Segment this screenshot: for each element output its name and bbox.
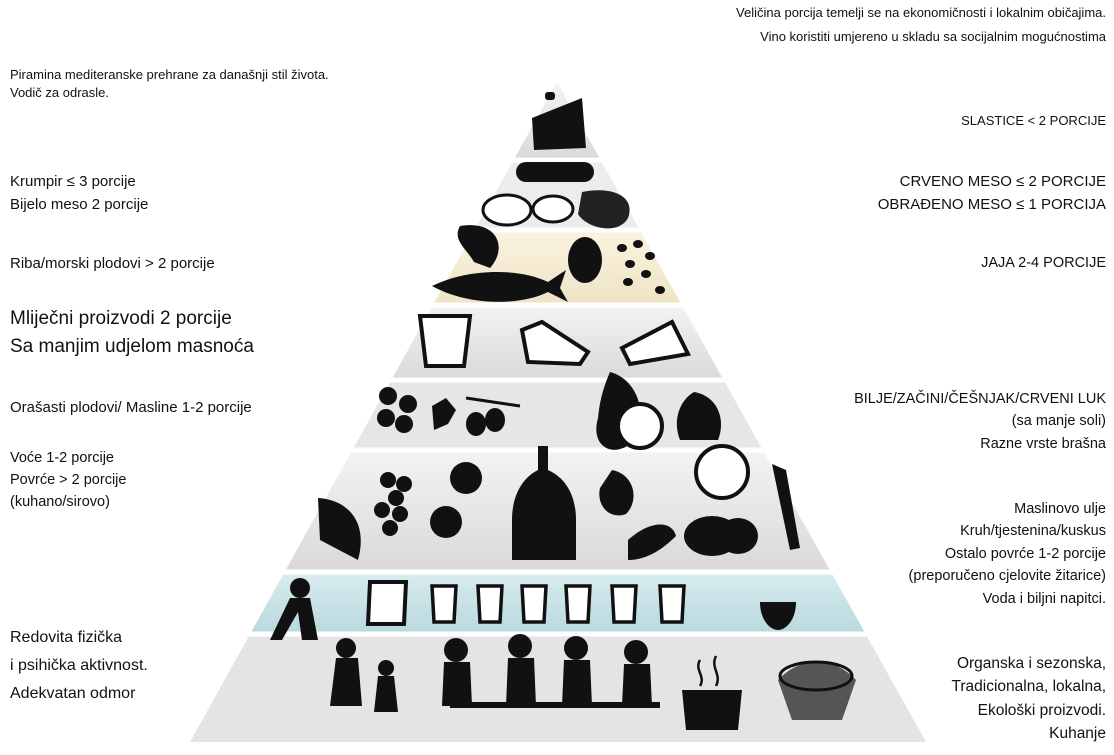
chicken-leg-icon [457, 225, 499, 268]
activity-people-icon [270, 578, 398, 712]
label-cooking: Kuhanje [1049, 724, 1106, 742]
label-fish: Riba/morski plodovi > 2 porcije [10, 254, 215, 274]
yogurt-icon [417, 314, 473, 368]
label-eggs-text: JAJA 2-4 PORCIJE [981, 255, 1106, 271]
pitcher-icon [365, 580, 409, 626]
label-fruit: Voće 1-2 porcije [10, 450, 114, 466]
label-olive-oil: Maslinovo ulje [1014, 501, 1106, 517]
grapes-icon [374, 472, 412, 536]
label-sweets-text: SLASTICE < 2 PORCIJE [961, 113, 1106, 128]
olive-oil-bottle-icon [512, 446, 576, 560]
portion-note-line1: Veličina porcija temelji se na ekonomičn… [736, 5, 1106, 20]
sausage-icon [516, 162, 594, 182]
label-traditional: Tradicionalna, lokalna, [951, 678, 1106, 696]
cheese-icon [519, 319, 591, 367]
label-nuts: Orašasti plodovi/ Masline 1-2 porcije [10, 398, 252, 418]
label-grains-note: (preporučeno cjelovite žitarice) [908, 568, 1106, 585]
label-activity-line3: Adekvatan odmor [10, 685, 136, 702]
band-water [190, 572, 926, 634]
label-potatoes-white-meat: Krumpir ≤ 3 porcije Bijelo meso 2 porcij… [10, 170, 148, 217]
ham-icon [481, 193, 533, 227]
label-potatoes: Krumpir ≤ 3 porcije [10, 173, 136, 190]
label-flour: Razne vrste brašna [980, 435, 1106, 452]
dining-people-icon [442, 634, 660, 708]
label-bread: Kruh/tjestenina/kuskus [960, 523, 1106, 540]
watermelon-icon [318, 498, 361, 560]
leaf-icon [432, 398, 456, 430]
label-sweets: SLASTICE < 2 PORCIJE [961, 112, 1106, 130]
label-herbs: BILJE/ZAČINI/ČEŠNJAK/CRVENI LUK (sa manj… [854, 388, 1106, 455]
label-veg: Povrće > 2 porcije [10, 471, 127, 488]
title-line2: Vodič za odrasle. [10, 84, 110, 100]
fish-icon [432, 270, 568, 302]
portion-note-line2: Vino koristiti umjereno u skladu sa soci… [760, 28, 1106, 44]
label-activity: Redovita fizička i psihička aktivnost. A… [10, 624, 148, 708]
label-fruit-veg: Voće 1-2 porcije Povrće > 2 porcije (kuh… [10, 448, 126, 513]
cauliflower-icon [694, 444, 750, 500]
garlic-icon [676, 392, 721, 440]
label-fish-text: Riba/morski plodovi > 2 porcije [10, 255, 215, 272]
label-dairy: Mliječni proizvodi 2 porcije Sa manjim u… [10, 305, 254, 360]
title-line1: Piramina mediteranske prehrane za današn… [10, 67, 329, 82]
chard-icon [628, 524, 676, 560]
label-other-veg: Ostalo povrće 1-2 porcije [944, 545, 1106, 562]
page-title: Piramina mediteranske prehrane za današn… [10, 66, 329, 101]
orange-icon [430, 506, 462, 538]
label-organic-text: Organska i sezonska, [956, 655, 1106, 672]
label-eggs: JAJA 2-4 PORCIJE [981, 254, 1106, 274]
glasses-icon [430, 584, 686, 624]
teacup-icon [760, 602, 796, 630]
label-processed-meat: OBRAĐENO MESO ≤ 1 PORCIJA [877, 196, 1106, 214]
label-activity-line1: Redovita fizička [10, 629, 123, 646]
artichoke-icon [599, 470, 634, 516]
nuts-icon [377, 387, 417, 433]
band-nuts-herbs [190, 380, 926, 450]
cabbage-icon [616, 402, 664, 450]
olives-icon [465, 396, 521, 436]
label-organic: Organska i sezonska, Tradicionalna, loka… [951, 652, 1106, 745]
egg-icon [568, 237, 602, 283]
label-activity-line2: i psihička aktivnost. [10, 657, 148, 674]
label-dairy-line1: Mliječni proizvodi 2 porcije [10, 308, 232, 329]
label-eco: Ekološki proizvodi. [977, 701, 1106, 719]
wheat-icon [772, 464, 800, 550]
label-nuts-text: Orašasti plodovi/ Masline 1-2 porcije [10, 399, 252, 416]
apple-icon [450, 462, 482, 494]
cake-icon [532, 98, 586, 150]
label-veg-note: (kuhano/sirovo) [10, 493, 110, 510]
portion-note: Veličina porcija temelji se na ekonomičn… [736, 4, 1106, 45]
beans-icon [617, 240, 665, 294]
label-grains: Maslinovo ulje Kruh/tjestenina/kuskus Os… [909, 498, 1106, 610]
label-dairy-line2: Sa manjim udjelom masnoća [10, 335, 254, 357]
label-white-meat: Bijelo meso 2 porcije [10, 196, 149, 214]
label-red-meat: CRVENO MESO ≤ 2 PORCIJE [899, 173, 1106, 190]
label-herbs-text: BILJE/ZAČINI/ČEŠNJAK/CRVENI LUK [854, 391, 1106, 407]
cooking-pot-icon [682, 690, 742, 730]
cheese-wedge-icon [619, 319, 691, 367]
label-herbs-note: (sa manje soli) [1011, 413, 1106, 430]
steak-icon [578, 190, 630, 229]
label-water: Voda i biljni napitci. [982, 590, 1106, 607]
label-meat: CRVENO MESO ≤ 2 PORCIJE OBRAĐENO MESO ≤ … [878, 170, 1106, 217]
